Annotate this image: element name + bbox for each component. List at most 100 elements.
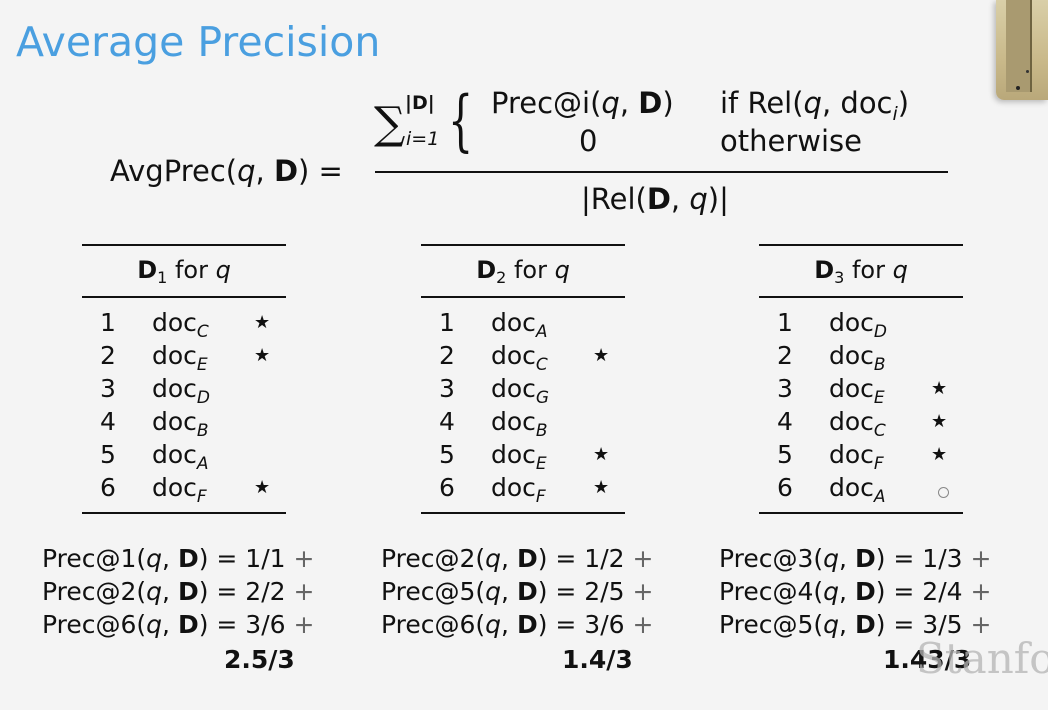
header-subscript: 2 (496, 268, 507, 287)
stanford-watermark: Stanfo (916, 634, 1048, 683)
header-for: for (513, 256, 547, 284)
prec-D: D (516, 544, 538, 573)
prec-sep: , (839, 610, 855, 639)
precision-line: Prec@3(q, D) = 1/3 + (719, 544, 991, 577)
prec-plus: + (293, 577, 315, 606)
doc-label: doc (152, 308, 197, 337)
sum-lower-limit: i=1 (406, 128, 440, 150)
webcam-dot (1026, 70, 1029, 73)
prec-sep: , (501, 544, 517, 573)
formula-lhs-q: q (237, 154, 256, 188)
denominator-q: q (689, 182, 708, 216)
prec-D: D (177, 544, 199, 573)
prec-D: D (516, 577, 538, 606)
document-name: docF (491, 473, 546, 507)
doc-label: doc (491, 407, 536, 436)
header-D: D (476, 256, 497, 284)
doc-subscript: F (535, 487, 546, 507)
rank-number: 1 (439, 308, 455, 337)
prec-fn: Prec@6( (42, 610, 147, 639)
prec-fn: Prec@2( (381, 544, 486, 573)
prec-rhs: ) = 3/5 (875, 610, 963, 639)
case2-value: 0 (579, 124, 598, 158)
doc-subscript: C (873, 421, 886, 441)
case2-condition: otherwise (720, 124, 862, 158)
precision-line: Prec@1(q, D) = 1/1 + (42, 544, 314, 577)
table-header: D1 for q (82, 256, 286, 287)
prec-plus: + (632, 544, 654, 573)
case1-q: q (601, 86, 620, 120)
document-name: docC (829, 407, 886, 441)
slide-title: Average Precision (16, 18, 381, 66)
prec-rhs: ) = 1/2 (537, 544, 625, 573)
prec-D: D (854, 577, 876, 606)
case1-cond-pre: if Rel( (720, 86, 804, 120)
case1-sep: , (619, 86, 639, 120)
prec-rhs: ) = 2/4 (875, 577, 963, 606)
table-bottom-rule (421, 512, 625, 514)
prec-rhs: ) = 2/2 (198, 577, 286, 606)
rank-number: 4 (100, 407, 116, 436)
formula-lhs-fn: AvgPrec( (110, 154, 238, 188)
prec-plus: + (970, 577, 992, 606)
webcam-dot (1016, 86, 1020, 90)
prec-q: q (146, 577, 163, 606)
case1-cond-q: q (803, 86, 822, 120)
doc-label: doc (829, 440, 874, 469)
prec-fn: Prec@3( (719, 544, 824, 573)
doc-subscript: F (196, 487, 207, 507)
doc-subscript: B (535, 421, 548, 441)
doc-label: doc (491, 341, 536, 370)
relevant-star-icon: ★ (931, 444, 948, 465)
formula-lhs-sep: , (255, 154, 274, 188)
prec-fn: Prec@2( (42, 577, 147, 606)
doc-subscript: E (535, 454, 547, 474)
doc-label: doc (829, 341, 874, 370)
prec-fn: Prec@5( (381, 577, 486, 606)
precision-line: Prec@2(q, D) = 1/2 + (381, 544, 653, 577)
table-bottom-rule (759, 512, 963, 514)
header-q: q (892, 256, 908, 284)
average-precision-total: 1.43/3 (883, 645, 972, 674)
prec-q: q (146, 610, 163, 639)
document-name: docE (491, 440, 547, 474)
prec-q: q (485, 577, 502, 606)
document-name: docE (829, 374, 885, 408)
doc-subscript: B (196, 421, 209, 441)
doc-label: doc (152, 440, 197, 469)
doc-label: doc (491, 440, 536, 469)
webcam-door-shape (1006, 0, 1032, 92)
doc-subscript: A (196, 454, 209, 474)
rank-number: 1 (777, 308, 793, 337)
document-name: docA (829, 473, 886, 507)
precision-calculation-d2: Prec@2(q, D) = 1/2 +Prec@5(q, D) = 2/5 +… (381, 544, 653, 643)
sum-upper-limit: |D| (405, 92, 435, 114)
table-header-rule (82, 296, 286, 298)
prec-rhs: ) = 2/5 (537, 577, 625, 606)
header-subscript: 3 (834, 268, 845, 287)
doc-label: doc (491, 308, 536, 337)
header-q: q (554, 256, 570, 284)
doc-label: doc (152, 341, 197, 370)
prec-plus: + (970, 544, 992, 573)
precision-line: Prec@6(q, D) = 3/6 + (381, 610, 653, 643)
prec-sep: , (162, 577, 178, 606)
document-name: docB (829, 341, 886, 375)
case1-close: ) (662, 86, 674, 120)
doc-subscript: D (873, 322, 888, 342)
denominator-pre: |Rel( (581, 182, 647, 216)
prec-sep: , (162, 610, 178, 639)
prec-D: D (854, 544, 876, 573)
prec-D: D (177, 610, 199, 639)
prec-fn: Prec@1( (42, 544, 147, 573)
precision-line: Prec@2(q, D) = 2/2 + (42, 577, 314, 610)
case1-cond-close: ) (897, 86, 910, 120)
relevant-star-icon: ★ (931, 378, 948, 399)
doc-subscript: A (535, 322, 548, 342)
